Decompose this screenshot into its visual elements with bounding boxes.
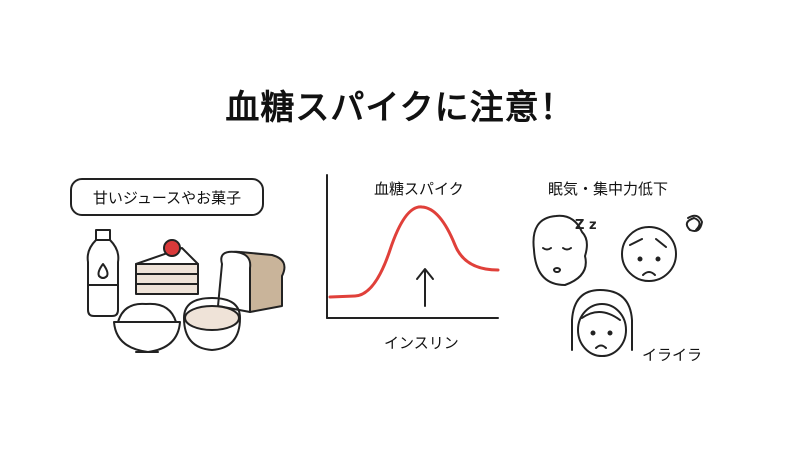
foods-label: 甘いジュースやお菓子 bbox=[92, 188, 242, 207]
blood-sugar-graph bbox=[326, 174, 500, 319]
drowsiness-heading: 眠気・集中力低下 bbox=[548, 180, 669, 198]
frustrated-face-icon bbox=[621, 214, 703, 282]
rice-bowl-icon bbox=[113, 302, 181, 353]
page-title: 血糖スパイクに注意！ bbox=[225, 88, 575, 128]
sleepy-face-icon: Z z bbox=[532, 214, 597, 286]
juice-bottle-icon bbox=[86, 229, 120, 317]
irritation-label: イライラ bbox=[642, 346, 703, 364]
scribble-icon bbox=[685, 214, 703, 232]
graph-title: 血糖スパイク bbox=[374, 180, 464, 198]
up-arrow-icon bbox=[416, 268, 434, 307]
glucose-spike-curve bbox=[328, 205, 500, 299]
irritated-face-icon bbox=[571, 289, 633, 357]
foods-label-bubble: 甘いジュースやお菓子 bbox=[70, 178, 264, 216]
bread-icon bbox=[217, 250, 286, 313]
cake-icon bbox=[135, 239, 199, 295]
porridge-bowl-icon bbox=[183, 297, 241, 351]
zzz-icon: Z z bbox=[575, 218, 597, 233]
insulin-label: インスリン bbox=[384, 334, 459, 352]
